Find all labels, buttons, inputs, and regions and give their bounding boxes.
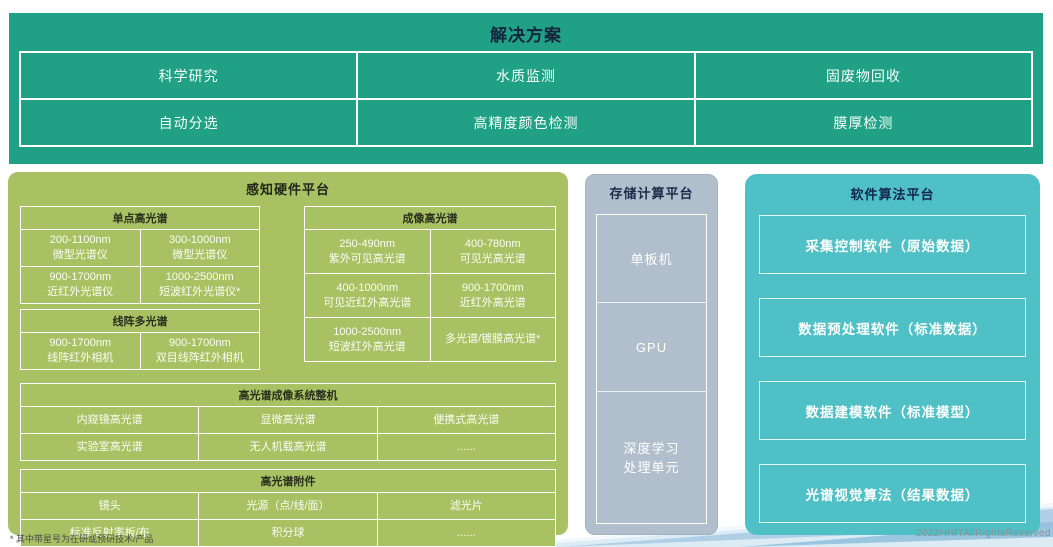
accessory-cell: ...... <box>377 520 555 546</box>
solutions-table: 科学研究 水质监测 固废物回收 自动分选 高精度颜色检测 膜厚检测 <box>19 51 1033 147</box>
point-spectra-cell: 900-1700nm 近红外光谱仪 <box>21 267 140 303</box>
line-multispectral-table: 线阵多光谱 900-1700nm 线阵红外相机 900-1700nm 双目线阵红… <box>20 309 260 370</box>
software-platform-title: 软件算法平台 <box>850 187 935 202</box>
device-name: 短波红外高光谱 <box>328 340 406 353</box>
software-item-preprocessing: 数据预处理软件（标准数据） <box>759 298 1026 357</box>
spectral-range: 400-780nm <box>464 237 521 250</box>
accessory-cell: 滤光片 <box>377 493 555 519</box>
compute-cell-sbc: 单板机 <box>597 215 706 303</box>
spectral-range: 1000-2500nm <box>165 271 234 284</box>
hardware-upper-area: 单点高光谱 200-1100nm 微型光谱仪 300-1000nm 微型光谱仪 … <box>20 206 556 370</box>
compute-table: 单板机 GPU 深度学习 处理单元 <box>596 214 707 524</box>
spectral-range: 300-1000nm <box>168 234 231 247</box>
imaging-spectra-cell: 400-780nm 可见光高光谱 <box>430 230 555 273</box>
device-name: 线阵红外相机 <box>47 352 114 364</box>
spectral-range: 200-1100nm <box>49 234 111 247</box>
spectral-range: 250-490nm <box>339 237 396 250</box>
solution-cell-film: 膜厚检测 <box>695 100 1031 145</box>
device-name: 可见光高光谱 <box>459 252 526 265</box>
point-spectra-cell: 1000-2500nm 短波红外光谱仪* <box>140 267 259 303</box>
imaging-system-cell: ...... <box>377 434 555 460</box>
imaging-system-cell: 实验室高光谱 <box>21 434 199 460</box>
solutions-title: 解决方案 <box>490 26 562 45</box>
line-multispectral-cell: 900-1700nm 双目线阵红外相机 <box>140 333 259 369</box>
line-multispectral-header: 线阵多光谱 <box>21 310 259 332</box>
device-name: 短波红外光谱仪* <box>159 286 241 298</box>
solutions-panel: 解决方案 科学研究 水质监测 固废物回收 自动分选 高精度颜色检测 膜厚检测 <box>9 13 1043 164</box>
imaging-spectra-cell: 1000-2500nm 短波红外高光谱 <box>305 318 430 361</box>
imaging-spectra-cell: 250-490nm 紫外可见高光谱 <box>305 230 430 273</box>
software-item-modeling: 数据建模软件（标准模型） <box>759 381 1026 440</box>
spectral-range: 900-1700nm <box>461 281 524 294</box>
imaging-system-cell: 无人机载高光谱 <box>199 434 377 460</box>
device-name: 多光谱/镀膜高光谱* <box>445 333 541 346</box>
accessory-cell: 积分球 <box>199 520 377 546</box>
imaging-systems-header: 高光谱成像系统整机 <box>21 384 555 406</box>
spectral-range: 400-1000nm <box>336 281 399 294</box>
imaging-spectra-cell: 900-1700nm 近红外高光谱 <box>430 274 555 317</box>
software-list: 采集控制软件（原始数据） 数据预处理软件（标准数据） 数据建模软件（标准模型） … <box>759 215 1026 523</box>
device-name: 近红外光谱仪 <box>47 286 114 298</box>
imaging-system-cell: 显微高光谱 <box>199 407 377 433</box>
compute-platform-panel: 存储计算平台 单板机 GPU 深度学习 处理单元 <box>585 174 718 535</box>
compute-platform-title: 存储计算平台 <box>609 186 694 201</box>
compute-cell-dl-unit: 深度学习 处理单元 <box>597 391 706 523</box>
asterisk-footnote: * 其中带星号为在研或预研技术/产品 <box>10 534 154 544</box>
point-spectra-cell: 300-1000nm 微型光谱仪 <box>140 230 259 266</box>
copyright-watermark: 2022HHITAllRightsReserved DoNot <box>916 528 1053 539</box>
solution-cell-water: 水质监测 <box>358 53 694 98</box>
imaging-spectra-cell: 多光谱/镀膜高光谱* <box>430 318 555 361</box>
line-multispectral-cell: 900-1700nm 线阵红外相机 <box>21 333 140 369</box>
imaging-systems-table: 高光谱成像系统整机 内窥镜高光谱 显微高光谱 便携式高光谱 实验室高光谱 无人机… <box>20 383 556 461</box>
point-spectra-header: 单点高光谱 <box>21 207 259 229</box>
solution-cell-sorting: 自动分选 <box>21 100 357 145</box>
solution-cell-science: 科学研究 <box>21 53 357 98</box>
hardware-left-column: 单点高光谱 200-1100nm 微型光谱仪 300-1000nm 微型光谱仪 … <box>20 206 260 370</box>
solution-cell-color: 高精度颜色检测 <box>358 100 694 145</box>
imaging-spectra-cell: 400-1000nm 可见近红外高光谱 <box>305 274 430 317</box>
imaging-spectra-header: 成像高光谱 <box>305 207 555 229</box>
accessories-header: 高光谱附件 <box>21 470 555 492</box>
imaging-spectra-table: 成像高光谱 250-490nm 紫外可见高光谱 400-780nm 可见光高光谱… <box>304 206 556 362</box>
device-name: 微型光谱仪 <box>52 249 108 261</box>
device-name: 紫外可见高光谱 <box>328 252 406 265</box>
device-name: 微型光谱仪 <box>172 249 228 261</box>
spectral-range: 900-1700nm <box>168 337 231 350</box>
hardware-platform-panel: 感知硬件平台 单点高光谱 200-1100nm 微型光谱仪 300-1000nm… <box>8 172 568 547</box>
point-spectra-table: 单点高光谱 200-1100nm 微型光谱仪 300-1000nm 微型光谱仪 … <box>20 206 260 304</box>
device-name: 可见近红外高光谱 <box>323 296 412 309</box>
device-name: 近红外高光谱 <box>459 296 526 309</box>
compute-cell-gpu: GPU <box>597 303 706 391</box>
point-spectra-cell: 200-1100nm 微型光谱仪 <box>21 230 140 266</box>
device-name: 双目线阵红外相机 <box>155 352 244 364</box>
hardware-right-column: 成像高光谱 250-490nm 紫外可见高光谱 400-780nm 可见光高光谱… <box>304 206 556 370</box>
spectral-range: 1000-2500nm <box>333 325 402 338</box>
imaging-system-cell: 便携式高光谱 <box>377 407 555 433</box>
spectral-range: 900-1700nm <box>49 271 112 284</box>
hardware-platform-title: 感知硬件平台 <box>245 182 330 197</box>
imaging-system-cell: 内窥镜高光谱 <box>21 407 199 433</box>
spectral-range: 900-1700nm <box>49 337 112 350</box>
accessory-cell: 镜头 <box>21 493 199 519</box>
software-item-vision-algorithm: 光谱视觉算法（结果数据） <box>759 464 1026 523</box>
solution-cell-waste: 固废物回收 <box>695 53 1031 98</box>
software-item-acquisition: 采集控制软件（原始数据） <box>759 215 1026 274</box>
software-platform-panel: 软件算法平台 采集控制软件（原始数据） 数据预处理软件（标准数据） 数据建模软件… <box>745 174 1040 535</box>
accessory-cell: 标准反射率板/布 <box>21 520 199 546</box>
accessory-cell: 光源（点/线/面） <box>199 493 377 519</box>
